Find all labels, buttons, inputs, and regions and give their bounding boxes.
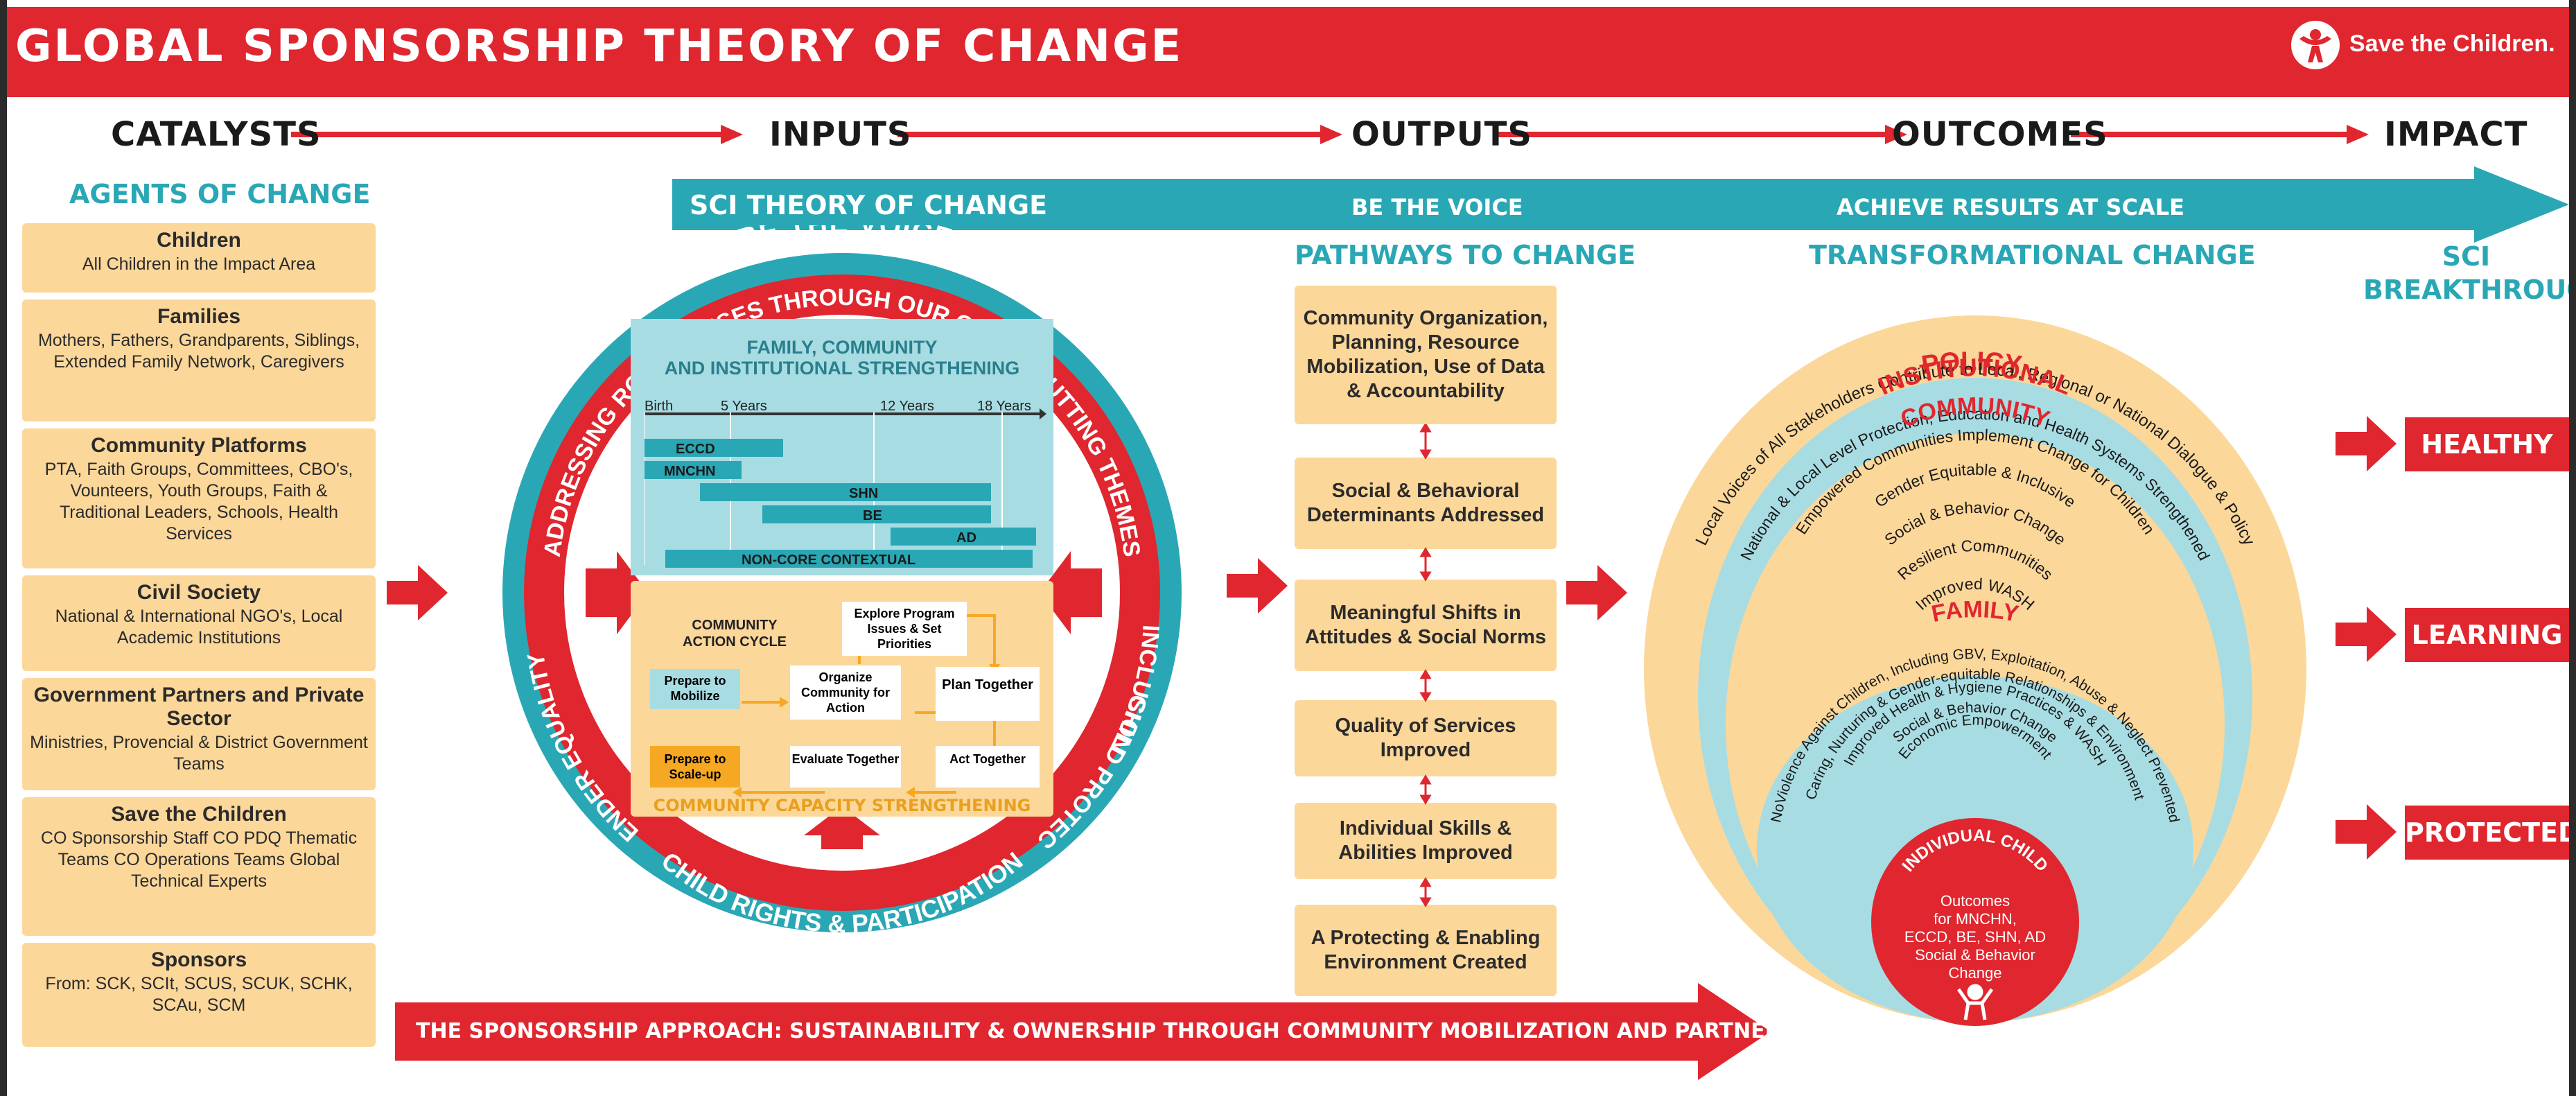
agent-desc: PTA, Faith Groups, Committees, CBO's, Vo… xyxy=(44,460,353,543)
individual-line-1: Outcomes xyxy=(1940,892,2010,910)
arrow-outputs-outcomes xyxy=(1566,565,1627,620)
svg-text:POLICY: POLICY xyxy=(1920,347,2024,380)
impact-learning: LEARNING xyxy=(2405,608,2569,662)
bar-mnchn: MNCHN xyxy=(664,464,716,479)
sci-theory-label: SCI THEORY OF CHANGE xyxy=(690,190,1048,220)
individual-line-5: Change xyxy=(1948,964,2001,982)
individual-line-3: ECCD, BE, SHN, AD xyxy=(1904,928,2046,946)
be-the-voice-label: BE THE VOICE xyxy=(1351,194,1523,220)
pathway-community-organization: Community Organization, Planning, Resour… xyxy=(1295,286,1557,424)
step-evaluate: Evaluate Together xyxy=(790,746,901,788)
breakthrough-heading-line1: SCI xyxy=(2442,241,2491,272)
individual-line-4: Social & Behavior xyxy=(1915,946,2035,964)
header-outputs: OUTPUTS xyxy=(1351,115,1532,154)
header-outcomes: OUTCOMES xyxy=(1892,115,2108,154)
step-act: Act Together xyxy=(936,746,1040,788)
agent-title: Government Partners and Private Sector xyxy=(33,684,365,730)
step-prepare-mobilize: Prepare to Mobilize xyxy=(650,669,740,709)
pathway-connectors xyxy=(1419,424,1432,907)
theory-of-change-diagram: GLOBAL SPONSORSHIP THEORY OF CHANGE Save… xyxy=(7,0,2569,1096)
individual-line-2: for MNCHN, xyxy=(1934,910,2017,928)
family-label: FAMILY xyxy=(1929,596,2022,627)
transformational-heading: TRANSFORMATIONAL CHANGE xyxy=(1809,240,2256,270)
bar-ad: AD xyxy=(956,530,976,546)
pathway-determinants: Social & Behavioral Determinants Address… xyxy=(1295,458,1557,549)
step-plan: Plan Together xyxy=(936,667,1040,721)
bar-eccd: ECCD xyxy=(676,442,715,457)
svg-text:FAMILY: FAMILY xyxy=(1929,596,2022,627)
agent-title: Civil Society xyxy=(137,581,261,604)
agent-title: Families xyxy=(157,305,241,328)
agent-title: Community Platforms xyxy=(91,434,307,457)
bar-be: BE xyxy=(863,508,882,523)
arrow-learning xyxy=(2336,607,2397,662)
ring-be-the-voice: BE THE VOICE xyxy=(735,225,956,254)
age-timeline xyxy=(645,408,1046,568)
agent-desc: All Children in the Impact Area xyxy=(82,254,316,274)
pathway-social-norms: Meaningful Shifts in Attitudes & Social … xyxy=(1295,580,1557,671)
page-title: GLOBAL SPONSORSHIP THEORY OF CHANGE xyxy=(15,21,1184,72)
agent-title: Save the Children xyxy=(111,803,287,826)
pathways-heading: PATHWAYS TO CHANGE xyxy=(1295,240,1636,270)
cycle-title: COMMUNITY ACTION CYCLE xyxy=(672,617,797,650)
pathway-enabling-environment: A Protecting & Enabling Environment Crea… xyxy=(1295,905,1557,996)
sponsorship-approach-arrow xyxy=(395,983,1771,1080)
arrow-protected xyxy=(2336,804,2397,860)
breakthrough-heading-line2: BREAKTHROUGH xyxy=(2363,275,2569,305)
agent-desc: National & International NGO's, Local Ac… xyxy=(55,607,343,647)
agent-desc: From: SCK, SCIt, SCUS, SCUK, SCHK, SCAu,… xyxy=(45,974,353,1015)
save-the-children-logo-icon xyxy=(2291,21,2340,69)
title-banner xyxy=(7,7,2569,97)
age-12-years: 12 Years xyxy=(880,399,934,414)
pathway-quality-services: Quality of Services Improved xyxy=(1295,700,1557,776)
age-birth: Birth xyxy=(645,399,674,414)
agent-desc: Mothers, Fathers, Grandparents, Siblings… xyxy=(37,331,360,372)
cycle-title-line1: COMMUNITY xyxy=(692,618,778,633)
impact-healthy: HEALTHY xyxy=(2405,417,2569,471)
bar-non-core: NON-CORE CONTEXTUAL xyxy=(742,553,916,568)
step-organize: Organize Community for Action xyxy=(790,666,901,720)
arrow-inputs-outputs xyxy=(1227,558,1288,614)
flow-arrows xyxy=(291,125,2369,144)
step-scale-up: Prepare to Scale-up xyxy=(650,746,740,788)
achieve-results-label: ACHIEVE RESULTS AT SCALE xyxy=(1837,194,2184,220)
strengthening-title-line1: FAMILY, COMMUNITY xyxy=(746,337,938,358)
strengthening-title: FAMILY, COMMUNITY AND INSTITUTIONAL STRE… xyxy=(631,337,1053,379)
policy-label: POLICY xyxy=(1920,347,2024,380)
arrow-catalysts-inputs xyxy=(387,565,448,620)
step-explore: Explore Program Issues & Set Priorities xyxy=(842,602,967,656)
agent-title: Children xyxy=(157,229,241,252)
sponsorship-approach-label: THE SPONSORSHIP APPROACH: SUSTAINABILITY… xyxy=(416,1019,1852,1043)
pathway-individual-skills: Individual Skills & Abilities Improved xyxy=(1295,803,1557,879)
age-18-years: 18 Years xyxy=(977,399,1031,414)
agent-desc: Ministries, Provencial & District Govern… xyxy=(30,733,368,774)
header-impact: IMPACT xyxy=(2384,115,2528,154)
logo-text: Save the Children. xyxy=(2349,31,2555,57)
transformational-circles: POLICY Local Voices of All Stakeholders … xyxy=(1644,315,2306,1026)
header-inputs: INPUTS xyxy=(769,115,912,154)
cycle-footer: COMMUNITY CAPACITY STRENGTHENING xyxy=(653,796,1031,815)
arrow-healthy xyxy=(2336,416,2397,471)
agent-title: Sponsors xyxy=(150,948,247,971)
header-catalysts: CATALYSTS xyxy=(111,115,322,154)
age-5-years: 5 Years xyxy=(721,399,767,414)
bar-shn: SHN xyxy=(849,486,879,501)
agent-desc: CO Sponsorship Staff CO PDQ Thematic Tea… xyxy=(40,828,358,891)
agents-heading: AGENTS OF CHANGE xyxy=(69,179,371,209)
sci-theory-arrow xyxy=(672,166,2569,243)
strengthening-title-line2: AND INSTITUTIONAL STRENGTHENING xyxy=(664,358,1020,379)
cycle-title-line2: ACTION CYCLE xyxy=(683,634,787,650)
child-figure-icon xyxy=(1956,984,1994,1020)
breakthrough-heading: SCI BREAKTHROUGH xyxy=(2363,240,2569,306)
impact-protected: PROTECTED xyxy=(2405,806,2569,860)
svg-text:BE THE VOICE: BE THE VOICE xyxy=(735,225,957,254)
